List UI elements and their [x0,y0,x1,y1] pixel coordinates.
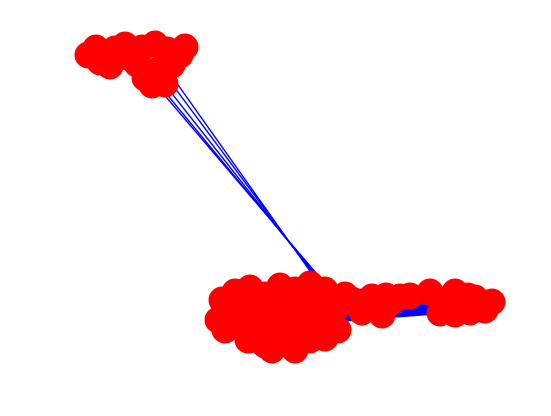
nodes-layer [74,30,506,364]
graph-node [96,52,124,80]
graph-node [286,283,314,311]
graph-node [82,34,110,62]
graph-node [204,306,232,334]
graph-node [123,50,151,78]
graph-node [241,284,269,312]
graph-edge [175,81,323,289]
graph-node [171,33,199,61]
graph-node [258,336,286,364]
graph-node [368,301,396,329]
graph-node [281,336,309,364]
graph-node [461,284,489,312]
graph-node [151,70,179,98]
graph-node [324,316,352,344]
